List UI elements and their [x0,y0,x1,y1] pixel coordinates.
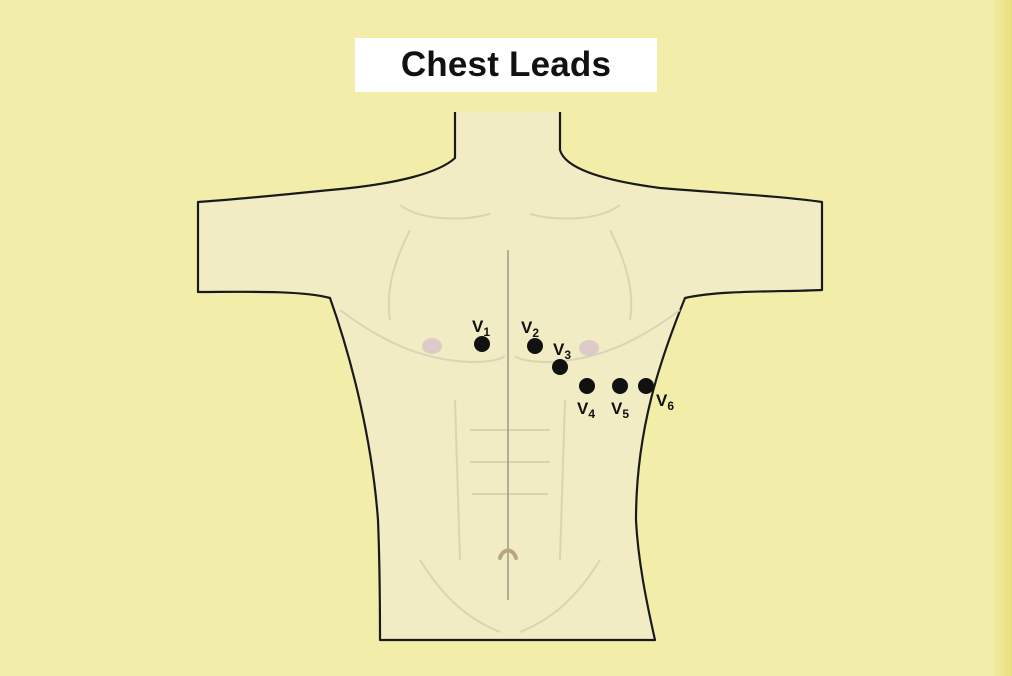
lead-v6-electrode [638,378,654,394]
left-nipple [422,338,442,354]
right-nipple [579,340,599,356]
lead-v4-electrode [579,378,595,394]
lead-v5-electrode [612,378,628,394]
torso-outline [198,112,822,640]
lead-v2-electrode [527,338,543,354]
lead-v6-label: V6 [656,391,674,413]
